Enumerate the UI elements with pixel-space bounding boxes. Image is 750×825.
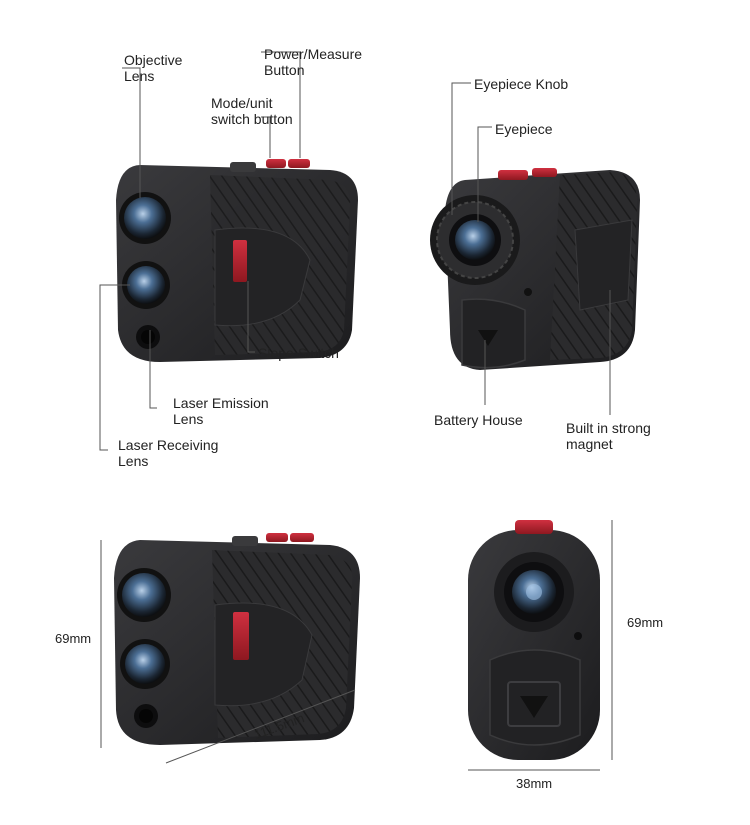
- device-rear-view: [430, 168, 640, 370]
- device-front-view: [116, 159, 358, 362]
- dimension-height-right: 69mm: [627, 615, 664, 630]
- label-eyepiece: Eyepiece: [495, 121, 553, 137]
- dimension-lines-right: [468, 520, 613, 771]
- device-length-view: [114, 533, 360, 745]
- leader-lines-rear: [451, 82, 611, 415]
- label-eyepiece-knob: Eyepiece Knob: [474, 76, 569, 92]
- label-magnet: Built in strong magnet: [566, 420, 651, 452]
- leader-lines-front: [99, 51, 301, 451]
- label-laser-receiving: Laser Receiving Lens: [118, 437, 219, 469]
- label-objective-lens: Objective Lens: [124, 52, 183, 84]
- label-battery-house: Battery House: [434, 412, 523, 428]
- dimension-height-left: 69mm: [55, 631, 92, 646]
- dimension-lines-left: [100, 540, 356, 764]
- label-mode-button: Mode/unit switch button: [211, 95, 293, 127]
- label-slope-switch: Slope Switch: [258, 345, 339, 361]
- device-width-view: [468, 520, 600, 760]
- dimension-width: 38mm: [516, 776, 553, 791]
- slope-switch-shape: [233, 240, 247, 282]
- label-power-button: Power/Measure Button: [264, 46, 363, 78]
- label-laser-emission: Laser Emission Lens: [173, 395, 269, 427]
